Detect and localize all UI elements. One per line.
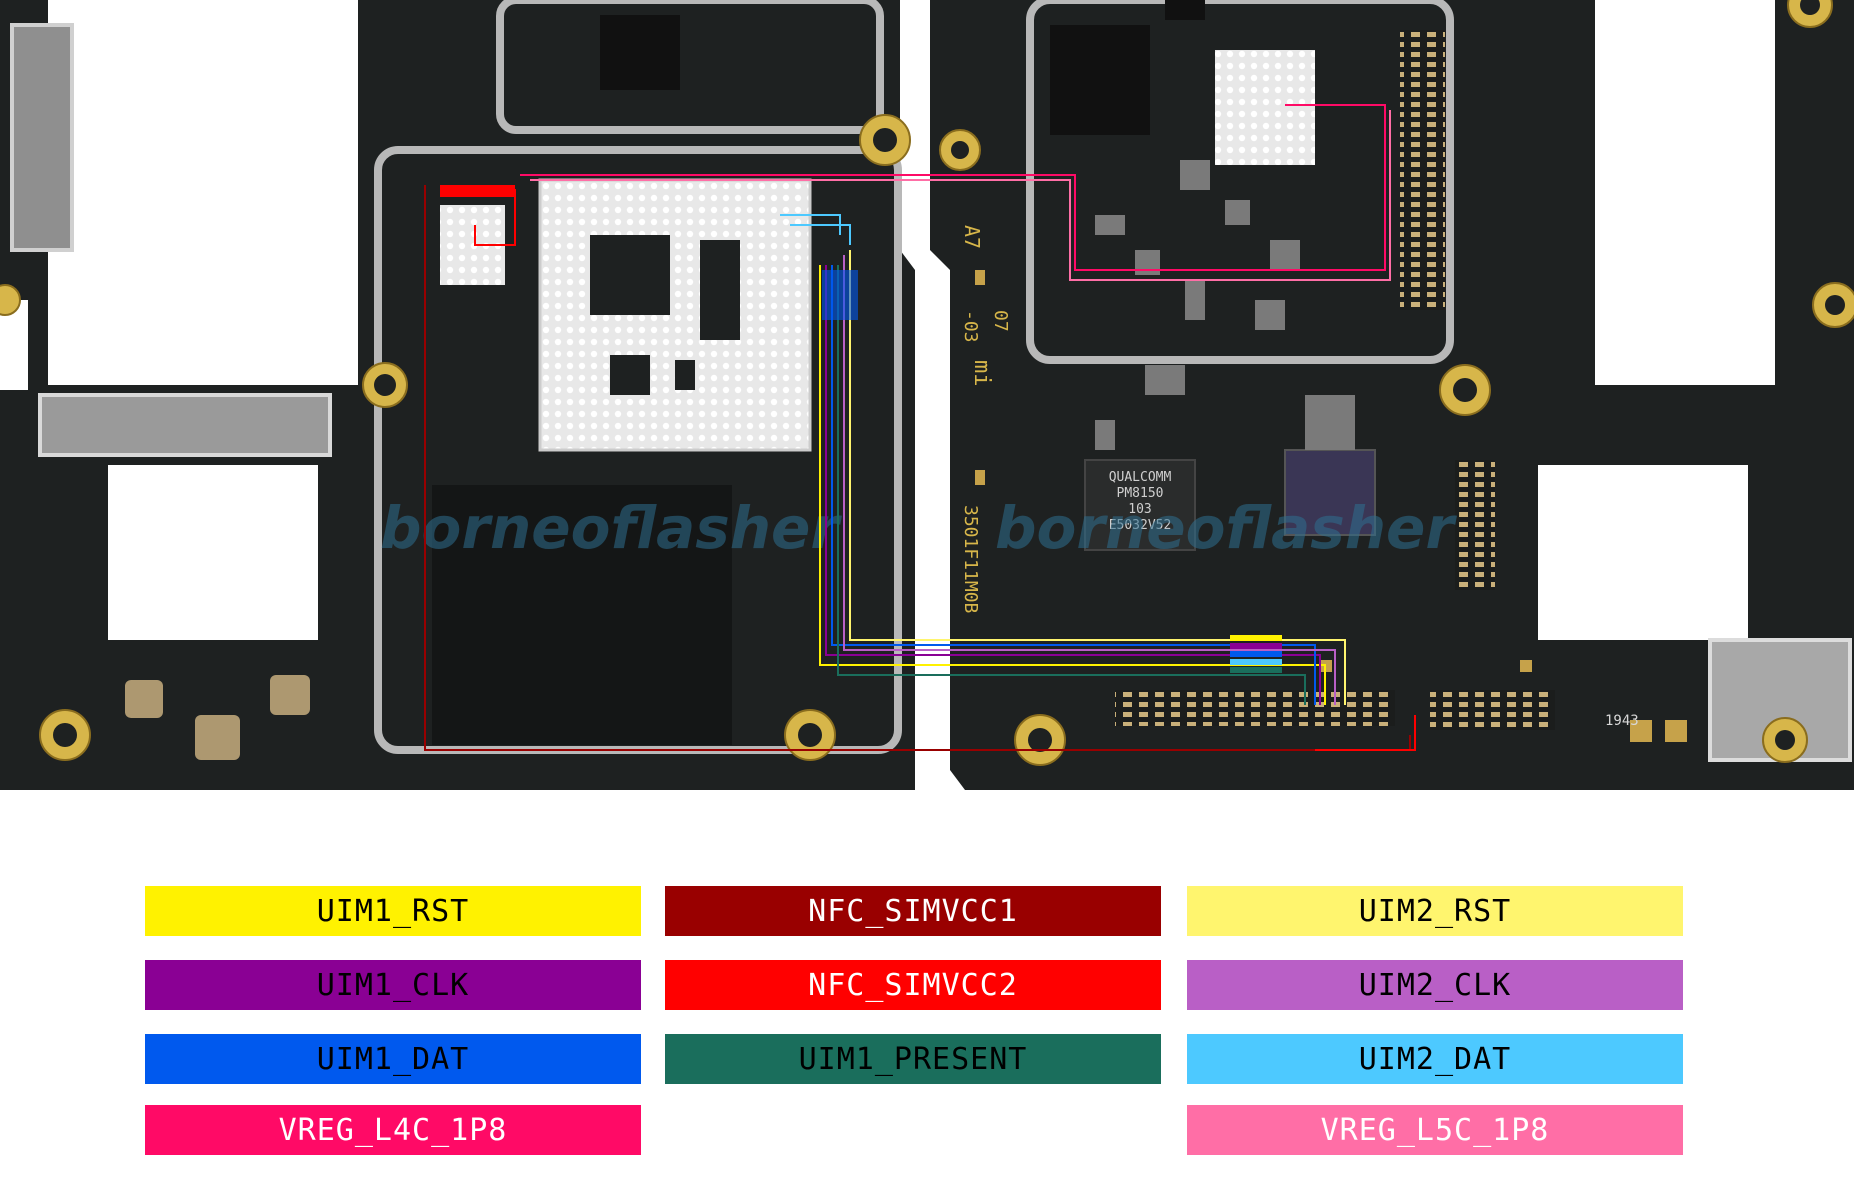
legend-item-uim2-dat: UIM2_DAT xyxy=(1187,1034,1683,1084)
legend-item-uim1-rst: UIM1_RST xyxy=(145,886,641,936)
silk-07: 07 xyxy=(990,310,1011,332)
legend-item-nfc-simvcc2: NFC_SIMVCC2 xyxy=(665,960,1161,1010)
pcb-board-photo: QUALCOMM PM8150 103 E5032V52 xyxy=(0,0,1854,790)
trace-uim2-clk xyxy=(843,255,1336,705)
trace-uim1-rst xyxy=(819,265,1326,705)
legend-item-uim1-dat: UIM1_DAT xyxy=(145,1034,641,1084)
chip-brand: QUALCOMM xyxy=(1109,470,1172,485)
trace-uim1-present xyxy=(837,265,1306,705)
trace-nfc-simvcc1 xyxy=(424,185,1411,751)
trace-uim1-clk xyxy=(825,265,1321,705)
legend-item-nfc-simvcc1: NFC_SIMVCC1 xyxy=(665,886,1161,936)
trace-vreg-l4c xyxy=(520,104,1386,271)
trace-uim2-rst xyxy=(849,250,1346,705)
watermark-left: borneoflasher xyxy=(380,494,842,562)
chip-code: E5032V52 xyxy=(1109,518,1172,533)
silk-a7: A7 xyxy=(960,225,984,249)
legend-item-uim1-clk: UIM1_CLK xyxy=(145,960,641,1010)
chip-sub: 103 xyxy=(1128,502,1151,517)
legend-item-uim2-rst: UIM2_RST xyxy=(1187,886,1683,936)
chip-model: PM8150 xyxy=(1117,486,1164,501)
legend-item-uim1-present: UIM1_PRESENT xyxy=(665,1034,1161,1084)
silk-pcb-code: 3501F11M0B xyxy=(960,505,981,613)
legend-item-vreg-l4c-1p8: VREG_L4C_1P8 xyxy=(145,1105,641,1155)
trace-uim1-dat xyxy=(831,265,1316,705)
trace-vreg-l5c xyxy=(530,110,1391,281)
trace-uim2-dat xyxy=(790,224,851,245)
silk-03: -03 xyxy=(960,310,981,343)
silk-mi: mi xyxy=(969,360,994,387)
silk-1943: 1943 xyxy=(1605,713,1639,729)
watermark-right: borneoflasher xyxy=(995,494,1457,562)
legend-item-uim2-clk: UIM2_CLK xyxy=(1187,960,1683,1010)
legend-item-vreg-l5c-1p8: VREG_L5C_1P8 xyxy=(1187,1105,1683,1155)
